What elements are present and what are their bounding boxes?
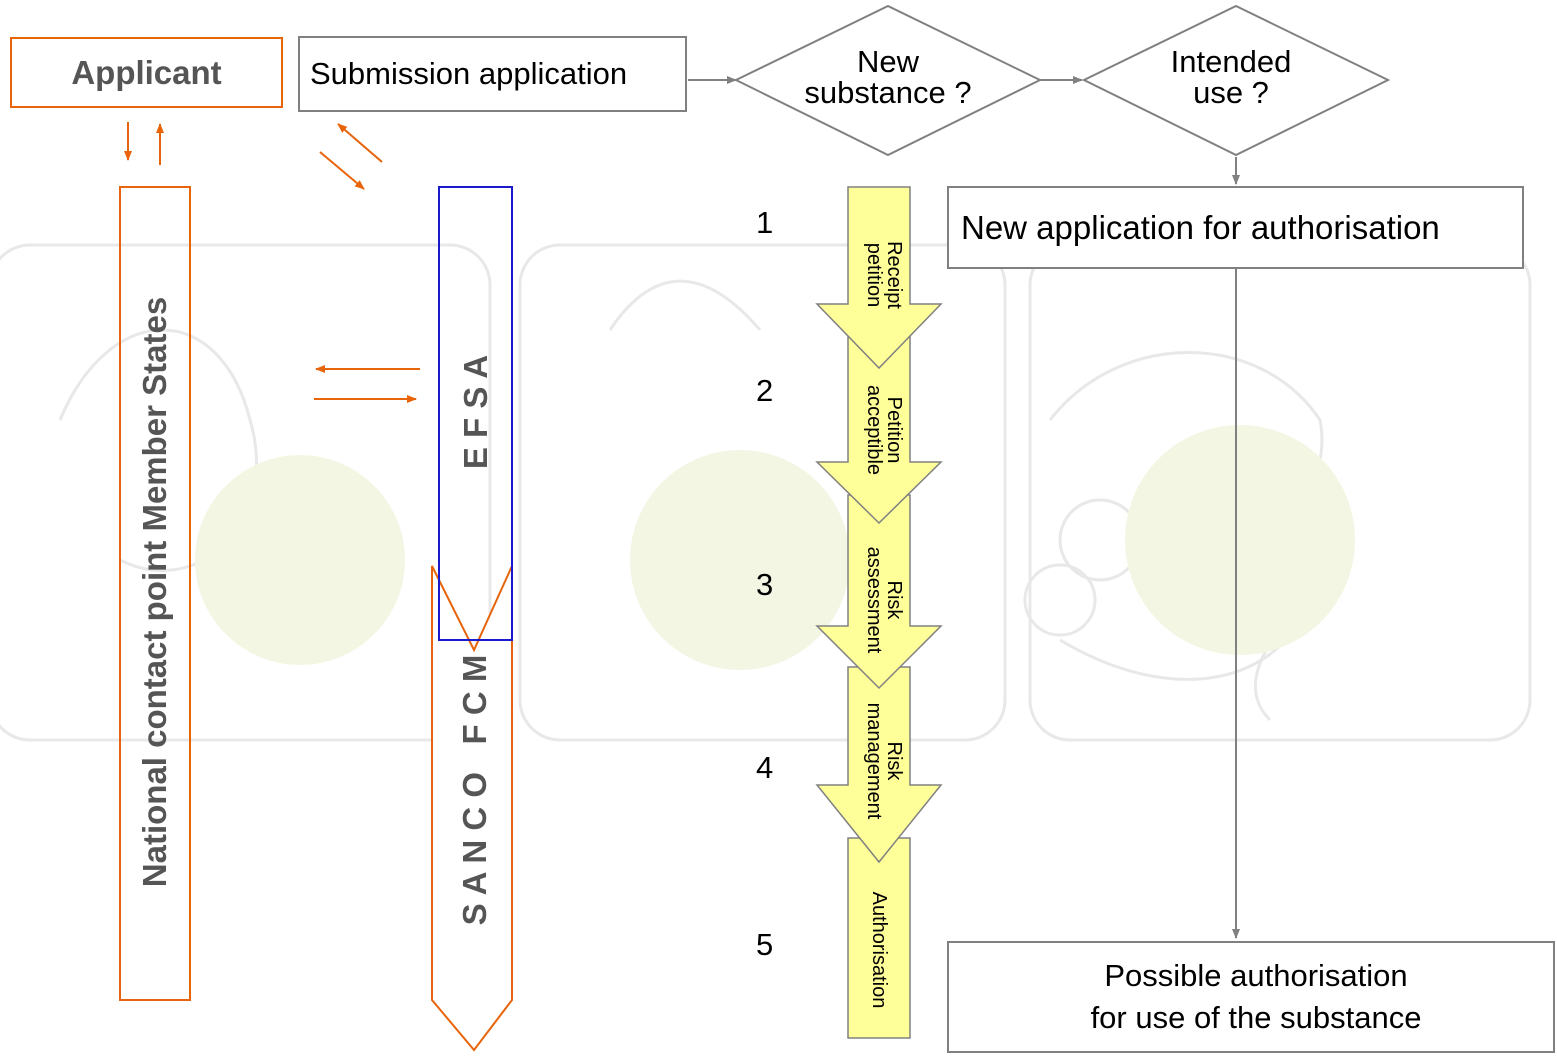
decision-diamond-intended-use — [1081, 4, 1391, 157]
decision-diamond-new-substance — [733, 4, 1043, 157]
step-label-2: Petition acceptible — [863, 384, 905, 476]
process-step-3 — [815, 494, 943, 690]
step-number-5: 5 — [756, 927, 774, 962]
process-step-1 — [815, 186, 943, 370]
submission-label: Submission application — [310, 56, 628, 91]
step-number-2: 2 — [756, 373, 774, 408]
step-label-1: Receipt petition — [863, 241, 905, 309]
applicant-label: Applicant — [71, 53, 222, 91]
sanco-fcm-shape — [431, 565, 513, 1052]
possible-authorisation-box: Possible authorisation for use of the su… — [947, 941, 1555, 1053]
step-label-5: Authorisation — [868, 891, 890, 1009]
step-number-4: 4 — [756, 750, 774, 785]
step-number-1: 1 — [756, 205, 774, 240]
process-step-4 — [815, 666, 943, 864]
step-label-3: Risk assessment — [863, 546, 905, 654]
intended-use-label: Intended use ? — [1170, 44, 1292, 110]
new-application-box: New application for authorisation — [947, 186, 1524, 269]
new-substance-label: New substance ? — [804, 44, 972, 110]
process-step-5 — [847, 837, 911, 1039]
efsa-box — [438, 186, 513, 641]
possible-authorisation-line1: Possible authorisation — [1104, 958, 1408, 993]
national-contact-label: National contact point Member States — [136, 296, 173, 888]
applicant-box: Applicant — [10, 37, 283, 108]
new-application-label: New application for authorisation — [961, 208, 1440, 246]
national-contact-box — [119, 186, 191, 1001]
step-number-3: 3 — [756, 567, 774, 602]
process-step-2 — [815, 326, 943, 525]
sanco-fcm-label: S A N C O F C M — [456, 654, 493, 926]
submission-box: Submission application — [298, 36, 687, 112]
possible-authorisation-line2: for use of the substance — [1090, 1000, 1422, 1035]
efsa-label: E F S A — [457, 354, 494, 470]
step-label-4: Risk management — [863, 702, 905, 820]
